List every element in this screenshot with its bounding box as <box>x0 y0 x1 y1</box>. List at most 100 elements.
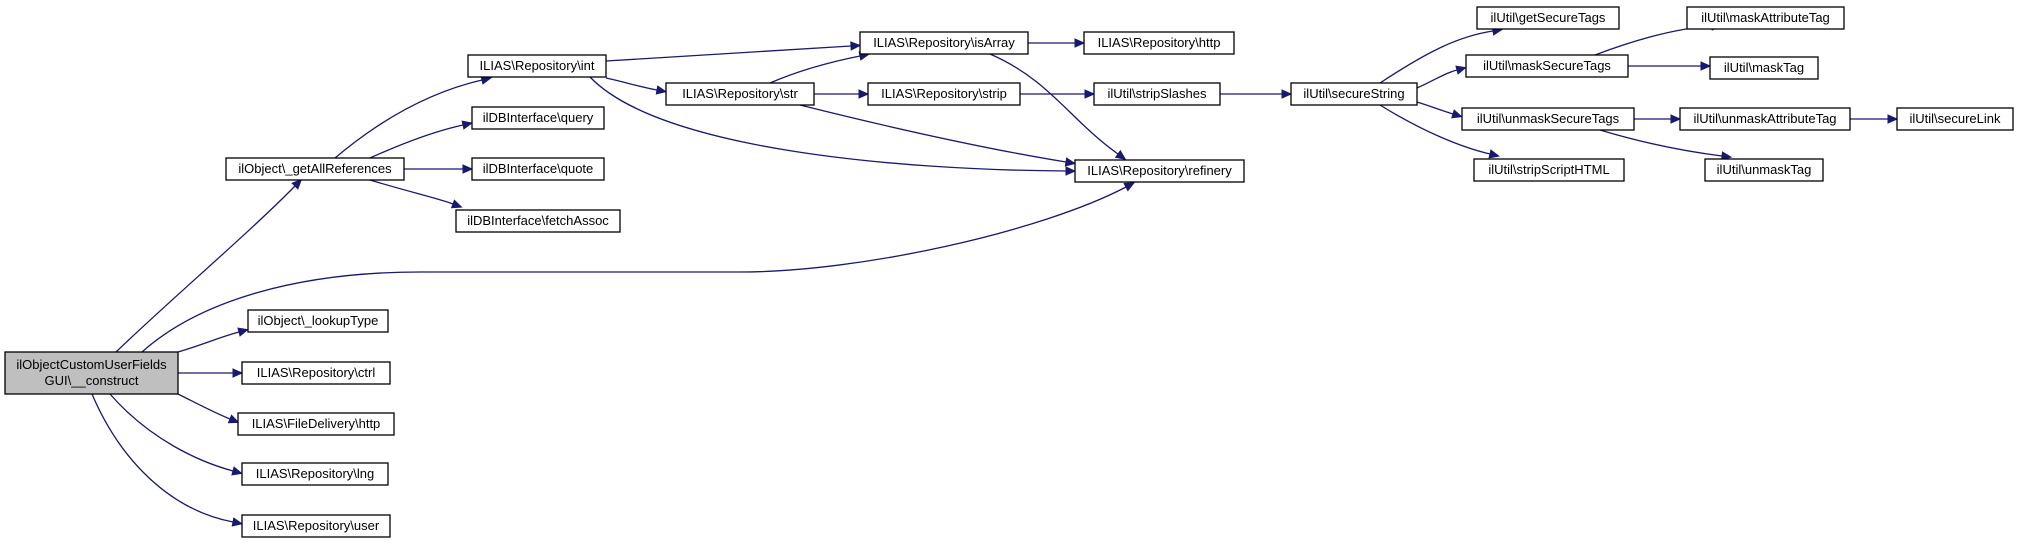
edge-root-to-lookupType <box>177 331 240 353</box>
node-box <box>1686 6 1845 30</box>
node-fetchAssoc[interactable]: ilDBInterface\fetchAssoc <box>455 209 621 233</box>
node-label: ilUtil\unmaskTag <box>1717 162 1812 177</box>
edge-root-to-refinery <box>141 186 1127 353</box>
edge-int-to-isArray <box>605 45 852 62</box>
node-fdHttp[interactable]: ILIAS\FileDelivery\http <box>237 412 395 436</box>
node-box <box>1704 158 1824 182</box>
edge-root-to-lng <box>109 393 234 472</box>
edge-arrowhead-getAllRefs-to-query <box>461 120 473 130</box>
node-user[interactable]: ILIAS\Repository\user <box>241 514 391 538</box>
node-box <box>247 309 389 333</box>
node-box <box>1461 107 1635 131</box>
edge-arrowhead-secureString-to-stripScriptHTML <box>1488 149 1500 159</box>
node-label: ilDBInterface\quote <box>483 161 594 176</box>
node-label: ilUtil\maskTag <box>1724 60 1804 75</box>
edge-secureString-to-getSecureTags <box>1379 30 1494 84</box>
node-secureLink[interactable]: ilUtil\secureLink <box>1896 107 2014 131</box>
node-getAllRefs[interactable]: ilObject\_getAllReferences <box>225 157 405 181</box>
node-unmaskAttributeTag[interactable]: ilUtil\unmaskAttributeTag <box>1679 107 1851 131</box>
edge-str-to-refinery <box>799 104 1067 163</box>
node-ctrl[interactable]: ILIAS\Repository\ctrl <box>241 361 391 385</box>
node-maskAttributeTag[interactable]: ilUtil\maskAttributeTag <box>1686 6 1845 30</box>
node-stripSlashes[interactable]: ilUtil\stripSlashes <box>1093 82 1221 106</box>
node-box <box>1093 82 1221 106</box>
node-label: ilUtil\secureLink <box>1909 111 2001 126</box>
edge-arrowhead-getAllRefs-to-fetchAssoc <box>450 199 463 209</box>
node-label: ILIAS\Repository\int <box>480 58 595 73</box>
node-box <box>471 106 605 130</box>
edge-arrowhead-str-to-strip <box>858 89 870 99</box>
node-strip[interactable]: ILIAS\Repository\strip <box>867 82 1021 106</box>
node-label: ilDBInterface\query <box>483 110 594 125</box>
node-label: ILIAS\Repository\strip <box>881 86 1007 101</box>
node-label: ILIAS\Repository\str <box>682 86 798 101</box>
node-box <box>1476 6 1620 30</box>
edge-maskSecureTags-to-maskAttributeTag <box>1594 25 1713 56</box>
node-quote[interactable]: ilDBInterface\quote <box>471 157 605 181</box>
node-box <box>467 54 607 78</box>
node-label: ILIAS\FileDelivery\http <box>252 416 381 431</box>
edge-secureString-to-stripScriptHTML <box>1379 104 1491 155</box>
node-str[interactable]: ILIAS\Repository\str <box>665 82 815 106</box>
node-box <box>1709 56 1819 80</box>
edge-arrowhead-int-to-refinery <box>1065 166 1077 176</box>
node-unmaskTag[interactable]: ilUtil\unmaskTag <box>1704 158 1824 182</box>
edge-getAllRefs-to-fetchAssoc <box>369 179 454 205</box>
node-maskSecureTags[interactable]: ilUtil\maskSecureTags <box>1465 54 1629 78</box>
node-refinery[interactable]: ILIAS\Repository\refinery <box>1074 159 1245 183</box>
node-label: ilUtil\getSecureTags <box>1491 10 1606 25</box>
edge-root-to-user <box>91 393 234 523</box>
node-lng[interactable]: ILIAS\Repository\lng <box>241 462 389 486</box>
node-label: ILIAS\Repository\isArray <box>873 35 1015 50</box>
node-repoHttp[interactable]: ILIAS\Repository\http <box>1083 31 1235 55</box>
node-label: ilObject\_getAllReferences <box>238 161 392 176</box>
edge-secureString-to-maskSecureTags <box>1416 69 1458 89</box>
node-int[interactable]: ILIAS\Repository\int <box>467 54 607 78</box>
node-label: ILIAS\Repository\user <box>253 518 380 533</box>
node-box <box>1896 107 2014 131</box>
node-getSecureTags[interactable]: ilUtil\getSecureTags <box>1476 6 1620 30</box>
edge-arrowhead-strip-to-stripSlashes <box>1084 89 1096 99</box>
node-box <box>241 462 389 486</box>
node-box <box>1473 158 1625 182</box>
node-box <box>859 31 1029 55</box>
node-maskTag[interactable]: ilUtil\maskTag <box>1709 56 1819 80</box>
node-label: GUI\__construct <box>45 373 139 388</box>
edge-arrowhead-root-to-getAllRefs <box>291 178 303 190</box>
node-box <box>1083 31 1235 55</box>
node-box <box>867 82 1021 106</box>
node-box <box>4 351 179 395</box>
node-isArray[interactable]: ILIAS\Repository\isArray <box>859 31 1029 55</box>
node-query[interactable]: ilDBInterface\query <box>471 106 605 130</box>
edge-int-to-str <box>605 77 658 91</box>
edge-isArray-to-refinery <box>989 53 1119 155</box>
node-label: ILIAS\Repository\lng <box>256 466 375 481</box>
edge-arrowhead-unmaskSecureTags-to-unmaskAttributeTag <box>1670 114 1682 124</box>
node-label: ilUtil\stripSlashes <box>1108 86 1207 101</box>
node-label: ilUtil\stripScriptHTML <box>1488 162 1609 177</box>
node-stripScriptHTML[interactable]: ilUtil\stripScriptHTML <box>1473 158 1625 182</box>
node-label: ilObject\_lookupType <box>258 313 379 328</box>
edge-arrowhead-root-to-refinery <box>1123 182 1136 192</box>
node-lookupType[interactable]: ilObject\_lookupType <box>247 309 389 333</box>
edge-arrowhead-root-to-lookupType <box>237 327 249 337</box>
edge-arrowhead-unmaskAttributeTag-to-secureLink <box>1887 114 1899 124</box>
node-label: ilUtil\maskAttributeTag <box>1701 10 1830 25</box>
node-box <box>1074 159 1245 183</box>
node-box <box>225 157 405 181</box>
edge-root-to-getAllRefs <box>115 185 296 353</box>
edge-arrowhead-root-to-ctrl <box>232 368 244 378</box>
edge-int-to-refinery <box>589 76 1067 172</box>
edge-str-to-isArray <box>769 55 861 84</box>
node-box <box>1290 82 1418 106</box>
node-unmaskSecureTags[interactable]: ilUtil\unmaskSecureTags <box>1461 107 1635 131</box>
node-box <box>1679 107 1851 131</box>
node-label: ilUtil\maskSecureTags <box>1483 58 1611 73</box>
node-secureString[interactable]: ilUtil\secureString <box>1290 82 1418 106</box>
node-box <box>471 157 605 181</box>
node-label: ilUtil\unmaskSecureTags <box>1477 111 1620 126</box>
edge-arrowhead-isArray-to-repoHttp <box>1074 38 1086 48</box>
edge-arrowhead-maskSecureTags-to-maskTag <box>1700 61 1712 71</box>
